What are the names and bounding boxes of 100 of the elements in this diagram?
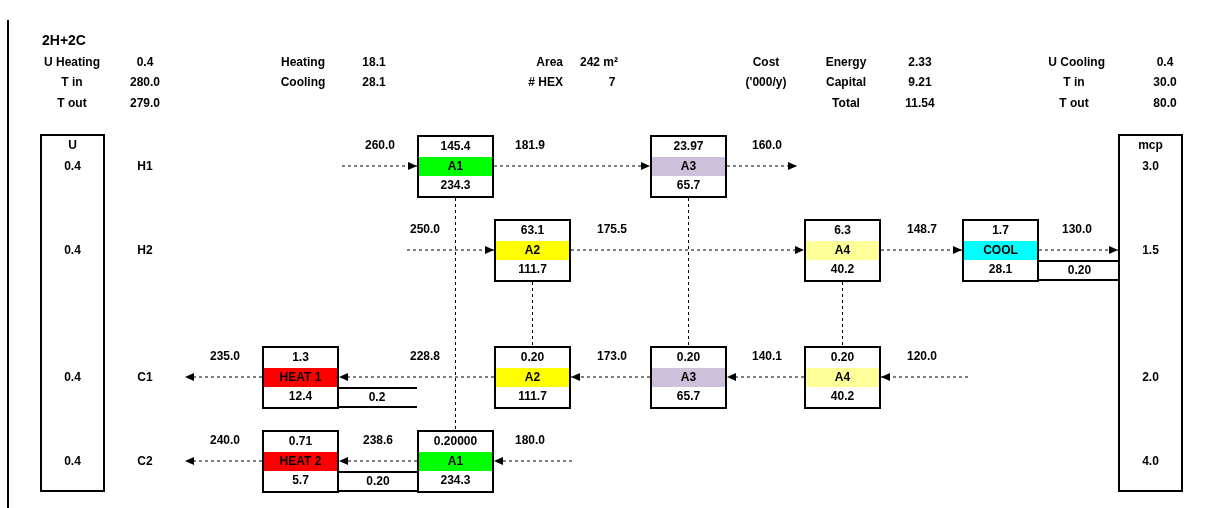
edge-label: 120.0 <box>906 349 938 363</box>
value-text: 234.3 <box>439 177 472 195</box>
edge-label: 181.9 <box>514 138 546 152</box>
arrow <box>493 162 651 170</box>
arrow <box>341 162 418 170</box>
column-heading: U <box>68 138 77 152</box>
value-text: 12.4 <box>287 388 314 406</box>
edge-label: 173.0 <box>596 349 628 363</box>
parameter-text: U Heating <box>44 55 100 69</box>
value-text: 3.0 <box>1142 159 1159 173</box>
arrow <box>406 246 495 254</box>
value-text: 65.7 <box>675 388 702 406</box>
value-text: 6.3 <box>833 222 852 239</box>
value-text: 1.7 <box>991 222 1010 239</box>
diagram-heading: 2H+2C <box>42 32 86 48</box>
edge-label: 160.0 <box>751 138 783 152</box>
exchanger-name: A1 <box>419 156 492 177</box>
heat-exchanger-box <box>650 346 727 409</box>
exchanger-name: A2 <box>496 367 569 388</box>
value-text: 40.2 <box>829 261 856 279</box>
value-cell <box>1039 260 1120 281</box>
parameter-text: 0.4 <box>1156 55 1174 69</box>
heat-exchanger-box <box>262 346 339 409</box>
parameter-text: ('000/y) <box>745 75 787 89</box>
parameter-text: 18.1 <box>362 55 386 69</box>
edge-label: 235.0 <box>209 349 241 363</box>
value-text: 0.4 <box>64 243 81 257</box>
parameter-text: T in <box>1063 75 1085 89</box>
exchanger-name: HEAT 2 <box>264 451 337 472</box>
heat-exchanger-box <box>804 346 881 409</box>
arrow <box>338 457 418 465</box>
exchanger-name: A3 <box>652 156 725 177</box>
value-text: 1.5 <box>1142 243 1159 257</box>
exchanger-name: A2 <box>496 240 569 261</box>
parameter-text: Cooling <box>280 75 326 89</box>
exchanger-name: A3 <box>652 367 725 388</box>
value-text: 145.4 <box>439 138 472 155</box>
stream-name: H2 <box>137 243 153 257</box>
arrow <box>493 457 573 465</box>
parameter-text: T out <box>57 96 87 110</box>
edge-label: 180.0 <box>514 433 546 447</box>
parameter-text: 279.0 <box>130 96 160 110</box>
arrow <box>880 246 963 254</box>
stream-data-column <box>40 134 105 492</box>
connector-line <box>455 197 456 431</box>
arrow <box>338 373 495 381</box>
arrow <box>184 373 263 381</box>
value-text: 40.2 <box>829 388 856 406</box>
exchanger-name: COOL <box>964 240 1037 261</box>
arrow <box>880 373 969 381</box>
stream-name: C2 <box>137 454 153 468</box>
parameter-text: 0.4 <box>136 55 154 69</box>
value-text: 0.20 <box>365 473 391 490</box>
value-text: 0.20 <box>519 349 546 366</box>
value-text: 0.4 <box>64 370 81 384</box>
exchanger-name: A4 <box>806 240 879 261</box>
value-text: 111.7 <box>517 388 548 406</box>
parameter-text: Capital <box>826 75 866 89</box>
value-text: 5.7 <box>291 472 310 490</box>
edge-label: 228.8 <box>409 349 441 363</box>
stream-data-column <box>1118 134 1183 492</box>
arrow <box>1038 246 1119 254</box>
exchanger-name: A1 <box>419 451 492 472</box>
value-text: 234.3 <box>439 472 472 490</box>
parameter-text: 28.1 <box>362 75 386 89</box>
value-text: 0.20000 <box>432 433 479 450</box>
parameter-text: U Cooling <box>1048 55 1105 69</box>
value-text: 4.0 <box>1142 454 1159 468</box>
parameter-text: Heating <box>281 55 325 69</box>
parameter-text: 11.54 <box>905 96 935 110</box>
value-text: 2.0 <box>1142 370 1159 384</box>
column-heading: mcp <box>1138 138 1163 152</box>
edge-label: 140.1 <box>751 349 783 363</box>
value-text: 111.7 <box>517 261 548 279</box>
connector-line <box>532 281 533 347</box>
value-text: 0.4 <box>64 454 81 468</box>
connector-line <box>688 197 689 347</box>
parameter-text: T out <box>1059 96 1089 110</box>
value-text: 65.7 <box>675 177 702 195</box>
parameter-text: 9.21 <box>908 75 932 89</box>
edge-label: 130.0 <box>1061 222 1093 236</box>
exchanger-name: HEAT 1 <box>264 367 337 388</box>
heat-exchanger-box <box>962 219 1039 282</box>
heat-exchanger-box <box>494 219 571 282</box>
heat-exchanger-box <box>494 346 571 409</box>
heat-exchanger-box <box>262 430 339 493</box>
value-text: 28.1 <box>987 261 1014 279</box>
edge-label: 175.5 <box>596 222 628 236</box>
parameter-text: 242 m² <box>580 55 619 69</box>
value-text: 0.4 <box>64 159 81 173</box>
value-text: 0.71 <box>287 433 314 450</box>
parameter-text: T in <box>61 75 83 89</box>
parameter-text: 2.33 <box>908 55 932 69</box>
edge-label: 238.6 <box>362 433 394 447</box>
parameter-text: Energy <box>825 55 867 69</box>
heat-exchanger-box <box>650 135 727 198</box>
heat-exchanger-box <box>417 430 494 493</box>
parameter-text: 30.0 <box>1153 75 1177 89</box>
arrow <box>726 162 798 170</box>
parameter-text: Area <box>536 55 563 69</box>
